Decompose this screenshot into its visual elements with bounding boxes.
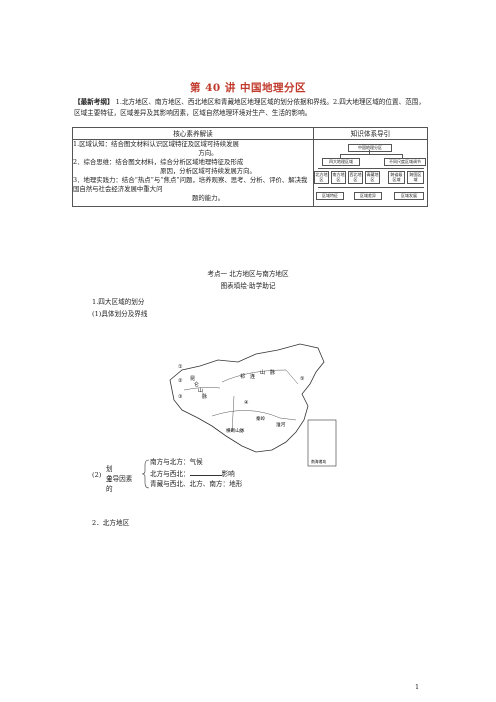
mindmap-four-regions: 四大地理区域 [322,158,360,166]
section-subheading: 图表填绘·助学助记 [220,282,276,290]
knowledge-mindmap: 中国地理分区 四大地理区域 不同尺度区域调节 北方地区 南方地区 西北地区 青藏… [314,140,427,206]
boundary-line-qinling [211,410,297,421]
factor-row-2-suffix: 影响 [221,469,235,478]
boundary-line-hengduan [231,395,235,433]
item-1-title: 1.四大区域的划分 [92,298,145,306]
literacy-item-1: 1.区域认知：结合图文材料认识区域特征及区域可持续发展 [73,140,239,148]
map-label-lun: 仑 [194,381,199,388]
factor-row-1: 南方与北方：气候 [150,458,203,466]
factor-label-2: 主导因素 [106,475,133,483]
mindmap-qinghai-tibet: 青藏地区 [365,171,380,184]
map-label-qinling: 秦岭 [256,415,266,422]
mindmap-difference: 区域差异 [354,192,382,200]
boundary-line-west [183,387,221,391]
page-number: 1 [415,683,420,691]
map-label-mai-2: 脉 [270,369,275,376]
mindmap-north: 北方地区 [314,171,329,184]
map-label-qi: 祁 [240,373,245,380]
literacy-item-3-cont: 题的能力。 [192,194,224,202]
map-marker-2: ② [178,378,183,384]
brace [142,459,150,489]
map-label-south-sea: 南海诸岛 [311,459,326,464]
section-heading: 考点一 北方地区与南方地区 [207,270,289,278]
china-region-map: 昆 仑 山 脉 祁 连 山 脉 横断山脉 秦岭 淮河 ① ② ③ ④ ⑤ 南海诸… [169,343,337,467]
core-literacy-table: 核心素养解读 知识体系导引 1.区域认知：结合图文材料认识区域特征及区域可持续发… [72,127,428,207]
item-1-sub: (1)具体划分及界线 [92,310,148,318]
literacy-item-2: 2．综合思维：结合图文材料，综合分析区域地理特征及形成 [73,158,244,166]
factor-prefix: (2) [92,471,102,479]
map-marker-5: ⑤ [300,376,305,382]
map-marker-4: ④ [244,400,249,406]
factor-label-1: 划分的 [106,465,113,493]
mindmap-development: 区域发展 [394,192,424,200]
mindmap-northwest: 西北地区 [348,171,363,184]
mindmap-cell: 中国地理分区 四大地理区域 不同尺度区域调节 北方地区 南方地区 西北地区 青藏… [313,139,428,207]
exam-outline: 【最新考纲】 1.北方地区、南方地区、西北地区和青藏地区地理区域的划分依据和界线… [74,97,426,118]
mindmap-south: 南方地区 [331,171,346,184]
map-marker-1: ① [178,364,183,370]
factor-blank[interactable] [189,468,222,476]
literacy-cell: 1.区域认知：结合图文材料认识区域特征及区域可持续发展 方向。 2．综合思维：结… [72,139,314,207]
china-outline [169,343,325,453]
factor-row-2: 北方与西北： [150,469,190,478]
factor-row-3: 青藏与西北、北方、南方：地形 [150,480,243,488]
map-label-shan: 山 [198,387,203,394]
literacy-item-1-cont: 方向。 [198,149,218,157]
mindmap-feature: 区域特征 [316,192,344,200]
table-head-literacy: 核心素养解读 [72,127,314,140]
map-marker-3: ③ [178,394,183,400]
mindmap-cross-province: 跨省级区域 [388,171,405,184]
literacy-item-3: 3．地理实践力：结合“热点”与“焦点”问题，培养观察、思考、分析、评价、解决我国… [73,176,308,193]
map-label-hengduan: 横断山脉 [226,427,245,434]
exam-outline-text: 1.北方地区、南方地区、西北地区和青藏地区地理区域的划分依据和界线。2.四大地理… [74,98,425,117]
literacy-item-2-cont: 原因，分析区域可持续发展方向。 [160,167,256,175]
table-head-knowledge: 知识体系导引 [313,127,428,140]
map-label-lian: 连 [250,373,255,380]
item-2-title: 2．北方地区 [92,519,130,527]
map-label-shan-2: 山 [260,369,265,376]
exam-outline-tag: 【最新考纲】 [74,98,114,106]
map-label-mai: 脉 [202,393,207,400]
mindmap-cross-country: 跨国区域 [407,171,424,184]
mindmap-scale-regions: 不同尺度区域调节 [384,158,426,166]
mindmap-root: 中国地理分区 [348,144,392,152]
boundary-line-north [221,369,299,385]
south-sea-inset [307,419,337,467]
map-label-huaihe: 淮河 [276,421,286,428]
map-label-kun: 昆 [190,376,195,382]
page-title: 第 40 讲 中国地理分区 [189,82,307,94]
